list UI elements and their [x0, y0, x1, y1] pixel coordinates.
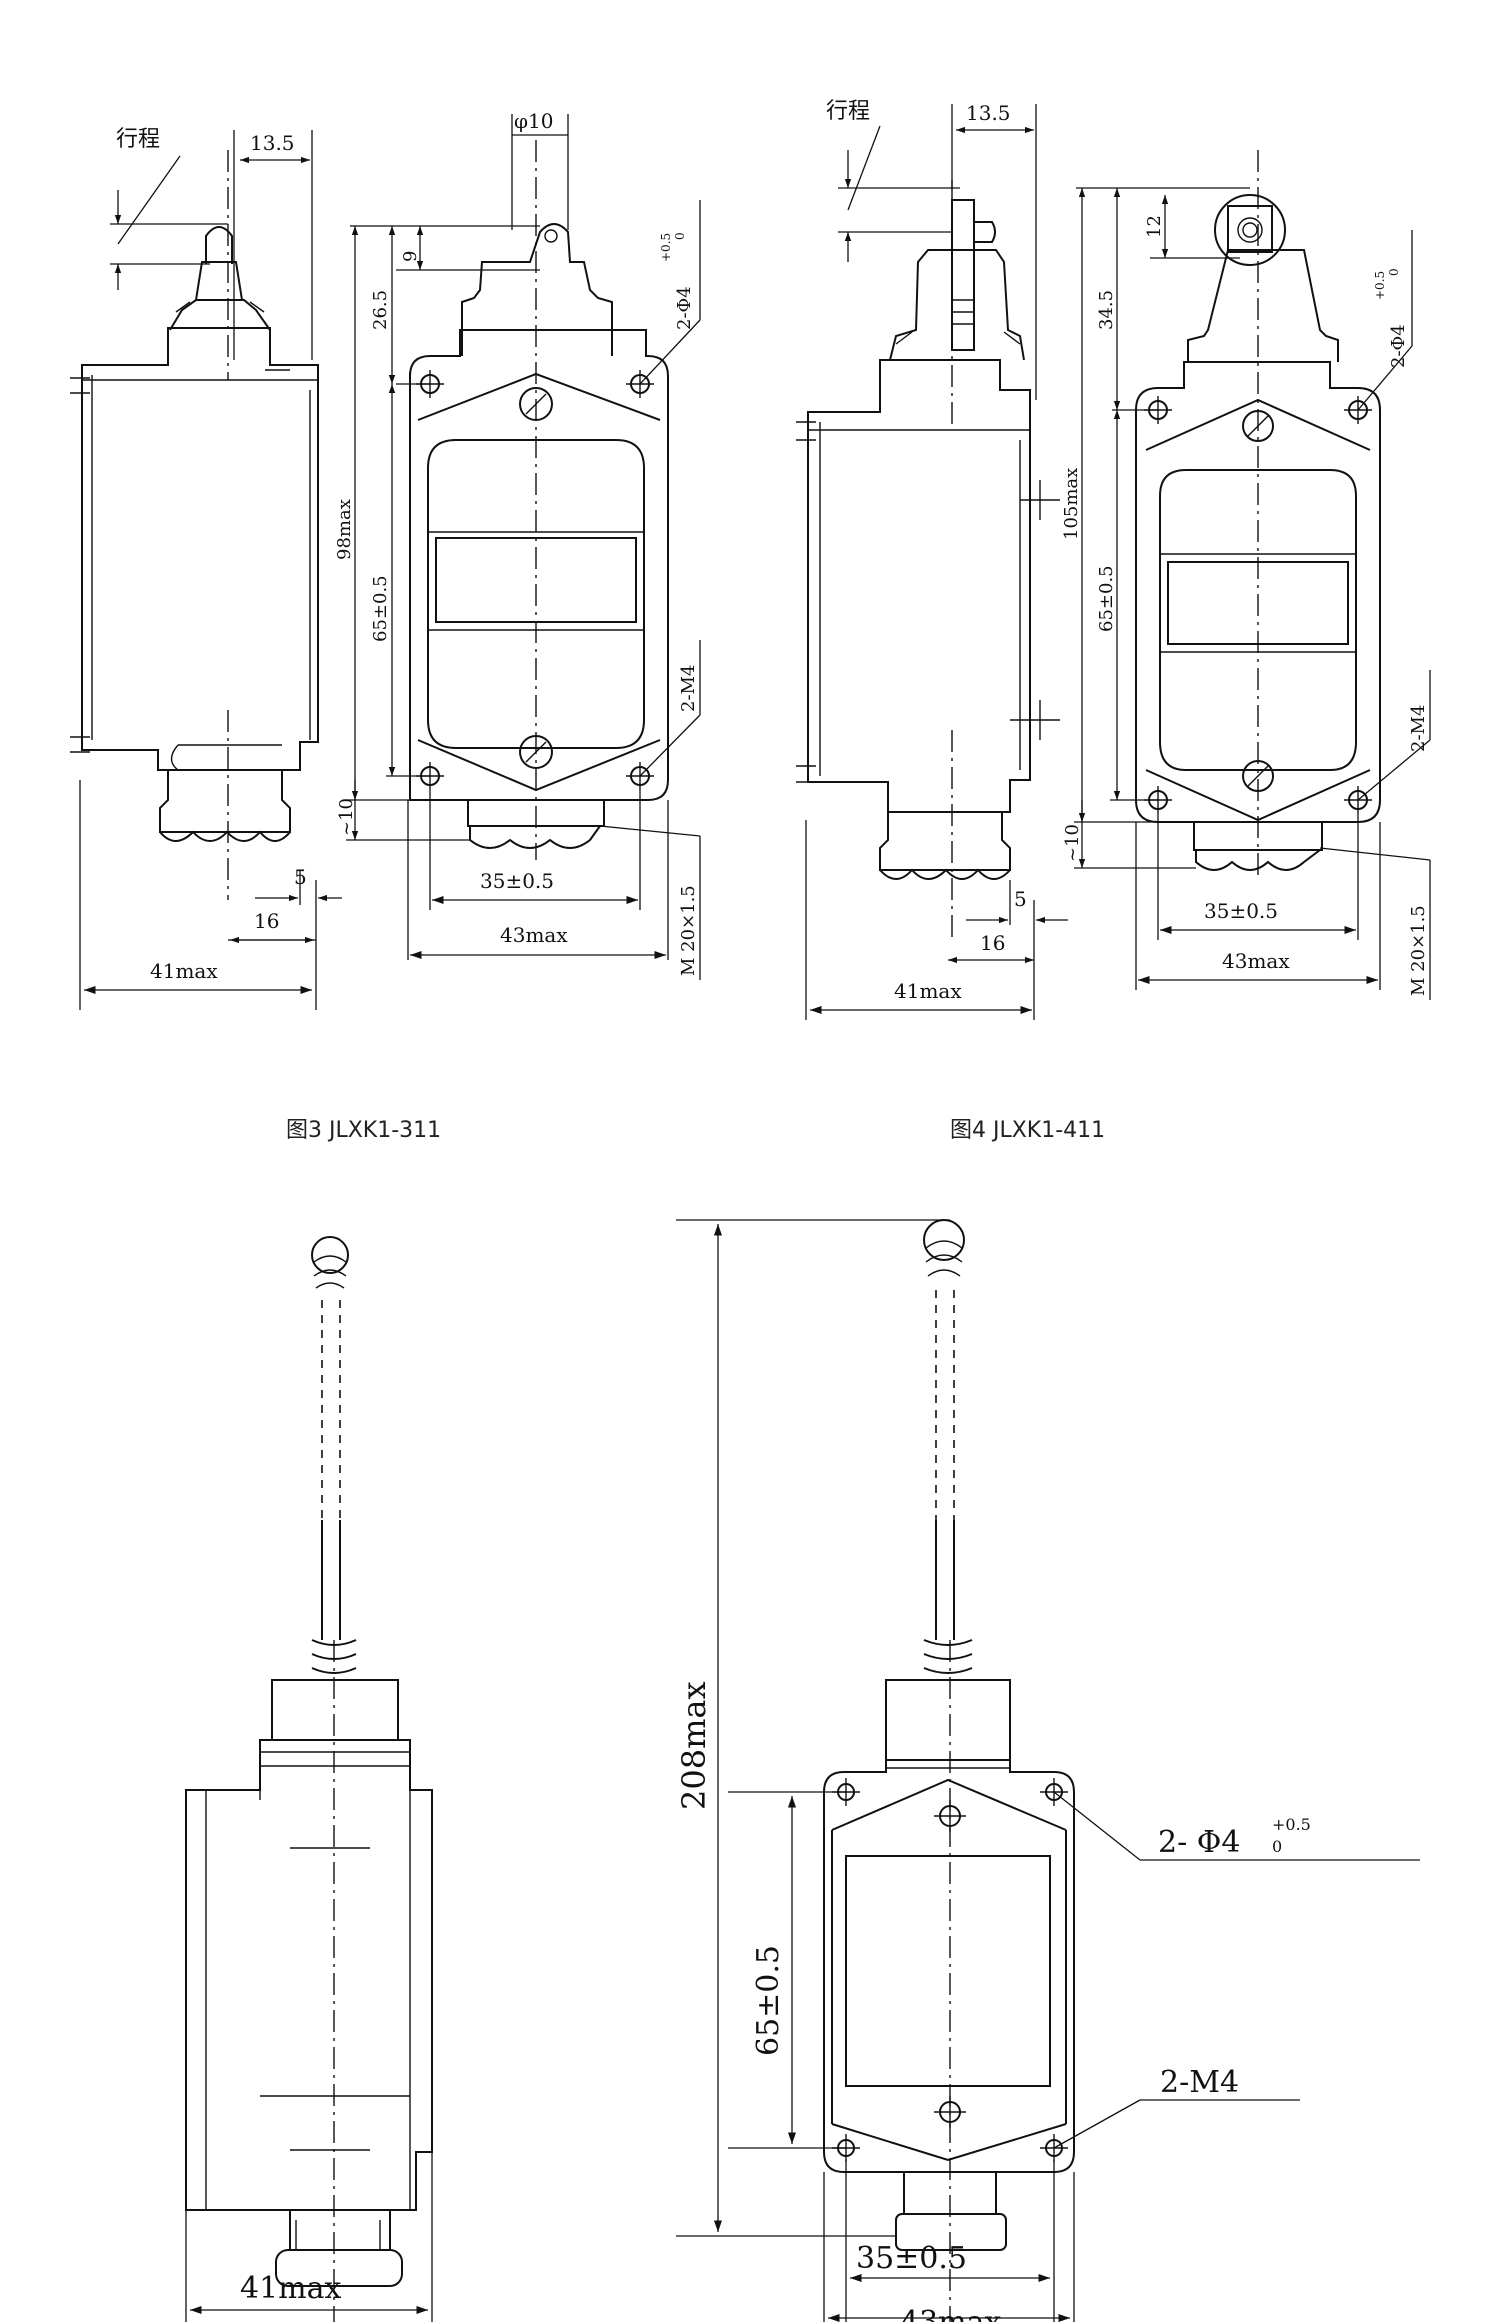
fig4-side-13p5-label: 13.5	[966, 101, 1011, 125]
fig4-side-dimensions: 行程 13.5 41max 16 5	[805, 99, 1068, 1020]
fig5-front-view	[823, 1219, 1075, 2322]
fig4-side-stroke-label: 行程	[826, 99, 870, 124]
fig4-2-phi4-label: 2-Φ4	[1388, 324, 1409, 368]
fig5-side-dimensions: 41max	[185, 2152, 433, 2322]
fig3-side-stroke-label: 行程	[116, 127, 160, 152]
fig3-side-view	[70, 150, 319, 900]
fig4-side-5-label: 5	[1014, 887, 1027, 911]
fig3-98max-label: 98max	[334, 499, 355, 560]
fig5-35-label: 35±0.5	[856, 2241, 967, 2276]
fig3-front-dimensions: φ10 9 26.5 98max 65±0.5 ~10 2-Φ4 +0.5 0 …	[334, 109, 701, 980]
fig4-gland-gap-label: ~10	[1062, 824, 1083, 862]
fig3-43max-label: 43max	[500, 923, 568, 947]
fig4-43max-label: 43max	[1222, 949, 1290, 973]
fig3-side-13p5-label: 13.5	[250, 131, 295, 155]
fig4-front-dimensions: 12 34.5 105max 65±0.5 ~10 2-Φ4 +0.5 0 2-…	[1061, 187, 1431, 1000]
fig4-12-label: 12	[1144, 215, 1165, 238]
fig4-35-label: 35±0.5	[1204, 899, 1278, 923]
fig3-phi10-label: φ10	[514, 109, 553, 133]
fig3-front-view	[409, 140, 669, 860]
fig5-208max-label: 208max	[675, 1681, 713, 1810]
fig5-2-phi4-label: 2- Φ4	[1158, 1825, 1240, 1860]
fig4-side-view	[796, 180, 1060, 940]
fig3-m20-label: M 20×1.5	[678, 885, 699, 976]
fig5-65-label: 65±0.5	[751, 1945, 786, 2056]
fig5-side-41max-label: 41max	[240, 2271, 342, 2306]
fig3-side-dimensions: 行程 13.5 41max 16 5	[79, 127, 342, 1010]
fig3-gland-gap-label: ~10	[336, 798, 357, 836]
figure-4-caption: 图4 JLXK1-411	[950, 1118, 1106, 1143]
fig3-phi4-tol-lower: 0	[673, 232, 687, 240]
fig3-26p5-label: 26.5	[370, 290, 391, 330]
fig3-9-label: 9	[400, 251, 421, 262]
fig5-front-dimensions: 208max 65±0.5 2- Φ4 +0.5 0 2-M4 35±0.5 4…	[675, 1219, 1420, 2322]
fig3-2-phi4-label: 2-Φ4	[674, 286, 695, 330]
fig5-side-view	[185, 1236, 433, 2322]
fig4-105max-label: 105max	[1061, 468, 1082, 540]
fig5-2-m4-label: 2-M4	[1160, 2065, 1239, 2100]
fig3-side-41max-label: 41max	[150, 959, 218, 983]
fig4-phi4-tol-upper: +0.5	[1373, 271, 1387, 300]
fig4-m20-label: M 20×1.5	[1408, 905, 1429, 996]
fig5-43max-label: 43max	[900, 2305, 1002, 2322]
fig4-phi4-tol-lower: 0	[1387, 268, 1401, 276]
fig3-2-m4-label: 2-M4	[678, 665, 699, 712]
figure-3-caption: 图3 JLXK1-311	[286, 1118, 442, 1143]
fig4-side-16-label: 16	[980, 931, 1005, 955]
fig3-side-16-label: 16	[254, 909, 279, 933]
fig3-side-5-label: 5	[294, 865, 307, 889]
fig5-phi4-tol-lower: 0	[1272, 1837, 1282, 1856]
fig4-side-41max-label: 41max	[894, 979, 962, 1003]
fig4-34p5-label: 34.5	[1096, 290, 1117, 330]
fig4-front-view	[1135, 150, 1381, 880]
fig4-2-m4-label: 2-M4	[1408, 705, 1429, 752]
fig3-35-label: 35±0.5	[480, 869, 554, 893]
fig3-phi4-tol-upper: +0.5	[659, 233, 673, 262]
fig3-65-label: 65±0.5	[370, 575, 391, 642]
fig4-65-label: 65±0.5	[1096, 565, 1117, 632]
fig5-phi4-tol-upper: +0.5	[1272, 1815, 1311, 1834]
